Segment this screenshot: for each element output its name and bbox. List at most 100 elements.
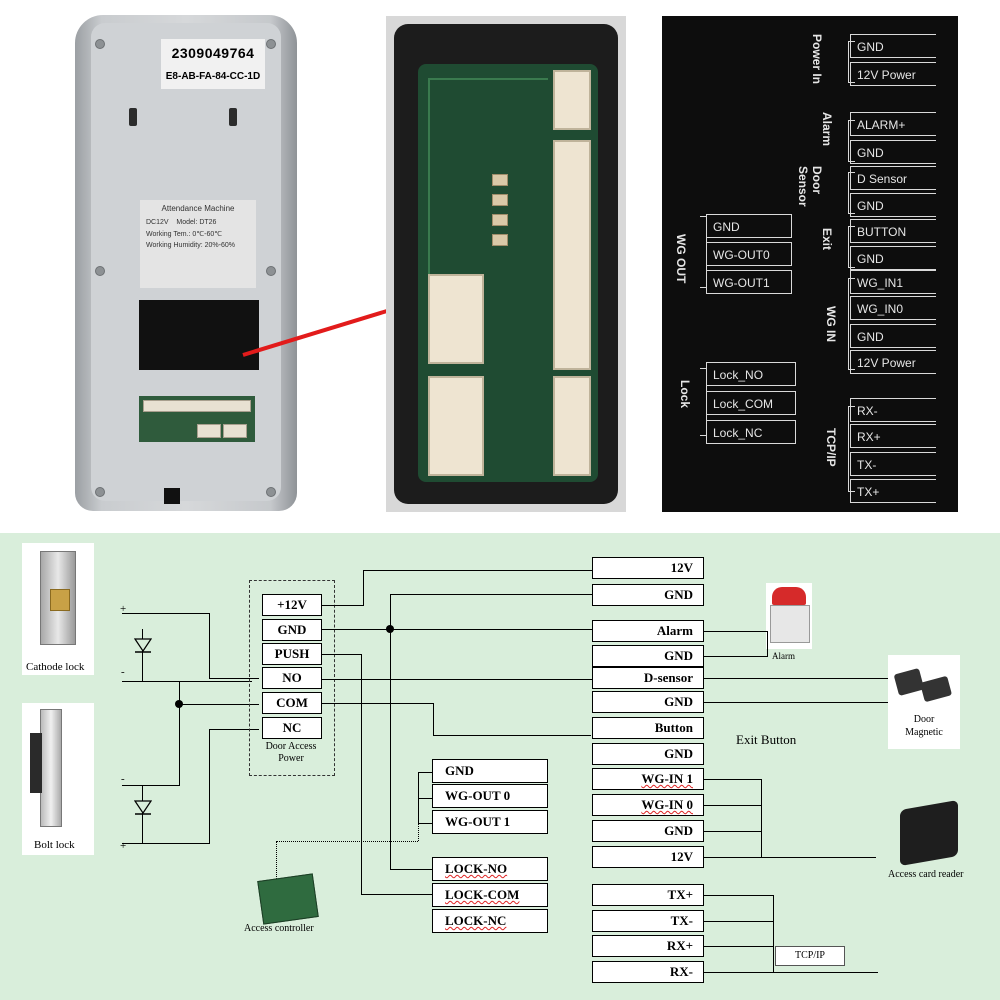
pcb-trace	[428, 78, 430, 278]
wire	[704, 779, 762, 780]
wire	[179, 704, 259, 705]
device-terminal: Alarm	[592, 620, 704, 642]
dotted-wire	[418, 823, 419, 841]
bolt-lock-plate	[40, 709, 62, 827]
wire	[704, 857, 762, 858]
tcp-terminal: RX-	[592, 961, 704, 983]
card-reader-body	[900, 799, 958, 867]
wire	[418, 823, 432, 824]
serial-sticker: 2309049764 E8-AB-FA-84-CC-1D	[161, 39, 265, 89]
spec-temp: Working Tem.: 0℃-60℃	[146, 231, 223, 238]
group-label-wg-in: WG IN	[824, 306, 838, 342]
pin-label: RX-	[850, 398, 936, 422]
mount-slot	[129, 108, 137, 126]
pin-label: 12V Power	[850, 62, 936, 86]
wire	[209, 613, 210, 678]
pin-label: GND	[850, 140, 936, 164]
wire	[704, 678, 888, 679]
square-hole	[164, 488, 180, 504]
pin	[492, 214, 508, 226]
cathode-lock-photo: Cathode lock	[22, 543, 94, 675]
power-terminal: GND	[262, 619, 322, 641]
pin-label: WG-OUT0	[706, 242, 792, 266]
card-reader-photo: Access card reader	[886, 799, 978, 885]
wire	[704, 946, 774, 947]
power-caption: Door Access Power	[265, 741, 317, 764]
pin-label: GND	[850, 324, 936, 348]
device-terminal: GND	[592, 645, 704, 667]
wire	[363, 570, 364, 606]
wire	[704, 831, 762, 832]
pin-label: GND	[850, 246, 936, 270]
device-terminal: GND	[592, 743, 704, 765]
wire	[322, 679, 592, 680]
wire	[390, 594, 592, 595]
spec-humidity: Working Humidity: 20%-60%	[146, 242, 235, 249]
pin-label: ALARM+	[850, 112, 936, 136]
lock-terminal-label: LOCK-COM	[445, 887, 520, 902]
wire	[704, 895, 774, 896]
wire	[704, 805, 762, 806]
bolt-lock-label: Bolt lock	[34, 839, 75, 851]
wiring-label-sheet: Power In Alarm Door Sensor Exit WG IN TC…	[662, 16, 958, 512]
pin-label: WG_IN0	[850, 296, 936, 320]
screw-icon	[266, 266, 276, 276]
tcp-terminal: TX-	[592, 910, 704, 932]
wire	[322, 703, 434, 704]
wire	[704, 921, 774, 922]
minus-sign: -	[121, 666, 125, 678]
pin-label: BUTTON	[850, 219, 936, 243]
access-controller-label: Access controller	[244, 923, 314, 934]
dotted-wire	[276, 841, 277, 881]
device-back-plate: 2309049764 E8-AB-FA-84-CC-1D Attendance …	[91, 23, 281, 504]
lock-terminal: LOCK-COM	[432, 883, 548, 907]
pin	[492, 234, 508, 246]
spec-voltage: DC12V	[146, 219, 169, 226]
pin-label: GND	[850, 193, 936, 217]
wire	[704, 702, 888, 703]
exit-button-label: Exit Button	[736, 732, 797, 747]
wire	[418, 772, 432, 773]
lock-terminal-label: LOCK-NC	[445, 913, 507, 928]
device-terminal: GND	[592, 584, 704, 606]
group-label-power-in: Power In	[810, 34, 824, 85]
door-magnetic-photo: Door Magnetic	[888, 655, 960, 749]
plus-sign: +	[120, 840, 127, 852]
bolt-lock-body	[30, 733, 42, 793]
serial-number: 2309049764	[171, 45, 255, 61]
wire	[704, 631, 768, 632]
device-terminal: 12V	[592, 557, 704, 579]
wire	[361, 894, 434, 895]
group-label-door-sensor: Door Sensor	[796, 166, 824, 207]
power-terminal: NC	[262, 717, 322, 739]
pin-label: 12V Power	[850, 350, 936, 374]
door-magnetic-label: Door Magnetic	[905, 714, 943, 738]
wire	[704, 972, 774, 973]
alarm-photo	[766, 583, 812, 649]
spec-title: Attendance Machine	[161, 204, 235, 213]
plus-sign: +	[120, 603, 127, 615]
diode-icon	[134, 800, 152, 815]
wire	[209, 729, 210, 844]
connector-header	[143, 400, 251, 412]
lock-terminal-label: LOCK-NO	[445, 861, 508, 876]
pin-label: GND	[850, 34, 936, 58]
lock-terminal: LOCK-NO	[432, 857, 548, 881]
device-terminal: WG-IN 1	[592, 768, 704, 790]
wire	[209, 729, 259, 730]
alarm-light	[772, 587, 806, 605]
pin-label: RX+	[850, 424, 936, 448]
pin-label: GND	[706, 214, 792, 238]
group-brace	[848, 120, 855, 162]
wire	[322, 605, 364, 606]
power-terminal: PUSH	[262, 643, 322, 665]
diode-icon	[134, 638, 152, 653]
power-terminal: +12V	[262, 594, 322, 616]
group-label-exit: Exit	[820, 228, 834, 251]
pin-label: Lock_NO	[706, 362, 796, 386]
connector-header	[428, 376, 484, 476]
wire	[773, 895, 774, 973]
device-terminal: GND	[592, 820, 704, 842]
mount-slot	[229, 108, 237, 126]
card-reader-label: Access card reader	[888, 869, 964, 880]
